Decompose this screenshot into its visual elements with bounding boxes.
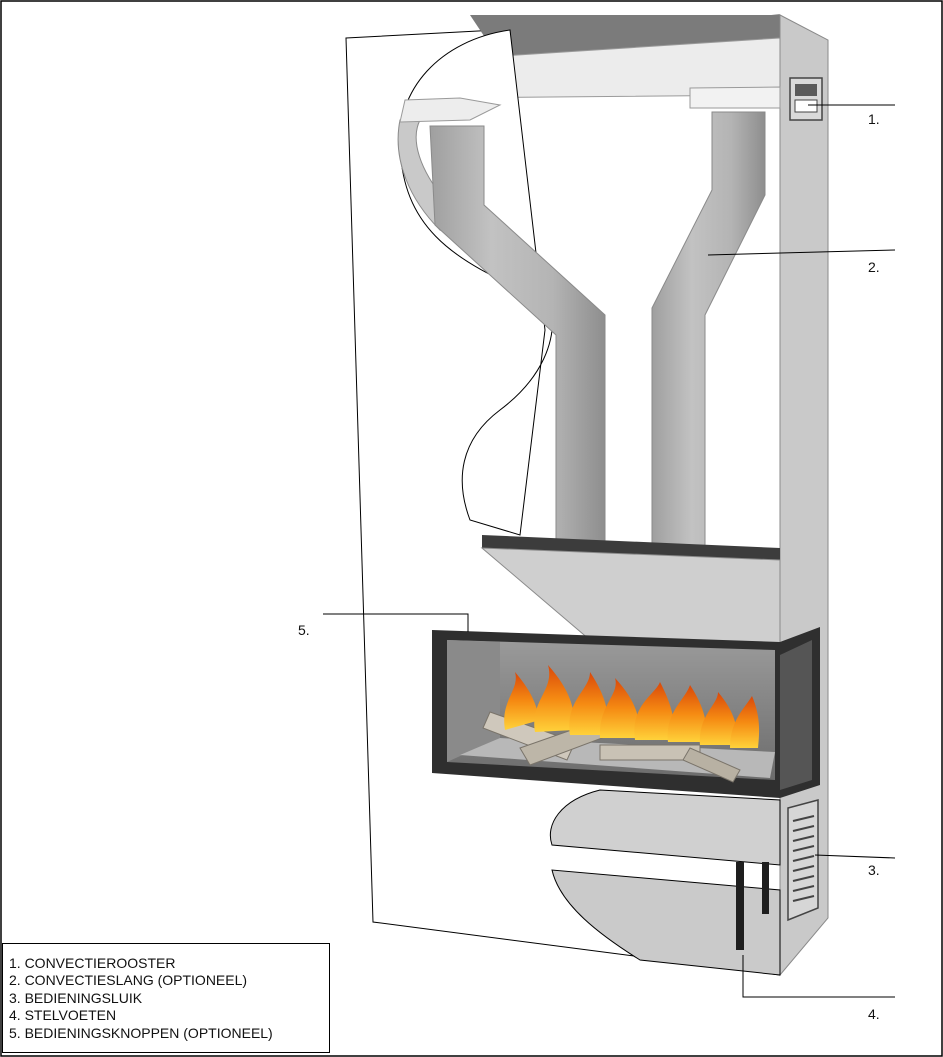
- legend-item-1: 1. CONVECTIEROOSTER: [9, 955, 176, 971]
- convection-grille: [789, 77, 823, 121]
- legend-item-5: 5. BEDIENINGSKNOPPEN (OPTIONEEL): [9, 1024, 273, 1041]
- callout-number-2: 2.: [868, 259, 880, 275]
- lower-cutaway-lower: [551, 869, 781, 976]
- top-slab: [470, 15, 828, 60]
- adjustable-feet: [736, 862, 769, 950]
- legend-item-2: 2. CONVECTIESLANG (OPTIONEEL): [9, 972, 248, 989]
- service-hatch: [787, 799, 819, 922]
- hatch-slat: [792, 895, 815, 902]
- callout-lines: [323, 104, 896, 998]
- firebox-left-wall: [447, 640, 500, 762]
- hatch-slat: [792, 865, 815, 872]
- legend-item-4: 4. STELVOETEN: [9, 1007, 117, 1024]
- hatch-slat: [792, 845, 815, 852]
- callout-number-5: 5.: [298, 622, 310, 638]
- flames: [504, 665, 760, 748]
- callout-number-3: 3.: [868, 862, 880, 878]
- hatch-slat: [792, 825, 815, 832]
- callout-number-1: 1.: [868, 111, 880, 127]
- hatch-slat: [792, 815, 815, 822]
- hatch-slat: [792, 855, 815, 862]
- firebox-right-glass: [780, 640, 812, 790]
- hood-top: [482, 535, 780, 560]
- hatch-slat: [792, 885, 815, 892]
- legend-box: 1. CONVECTIEROOSTER 2. CONVECTIESLANG (O…: [2, 943, 330, 1053]
- legend-item-3: 3. BEDIENINGSLUIK: [9, 989, 143, 1006]
- hatch-slat: [792, 835, 815, 842]
- right-collar: [689, 86, 781, 109]
- callout-number-4: 4.: [868, 1006, 880, 1022]
- hatch-slat: [792, 875, 815, 882]
- lower-cutaway-upper: [549, 789, 781, 866]
- left-collar: [399, 97, 502, 123]
